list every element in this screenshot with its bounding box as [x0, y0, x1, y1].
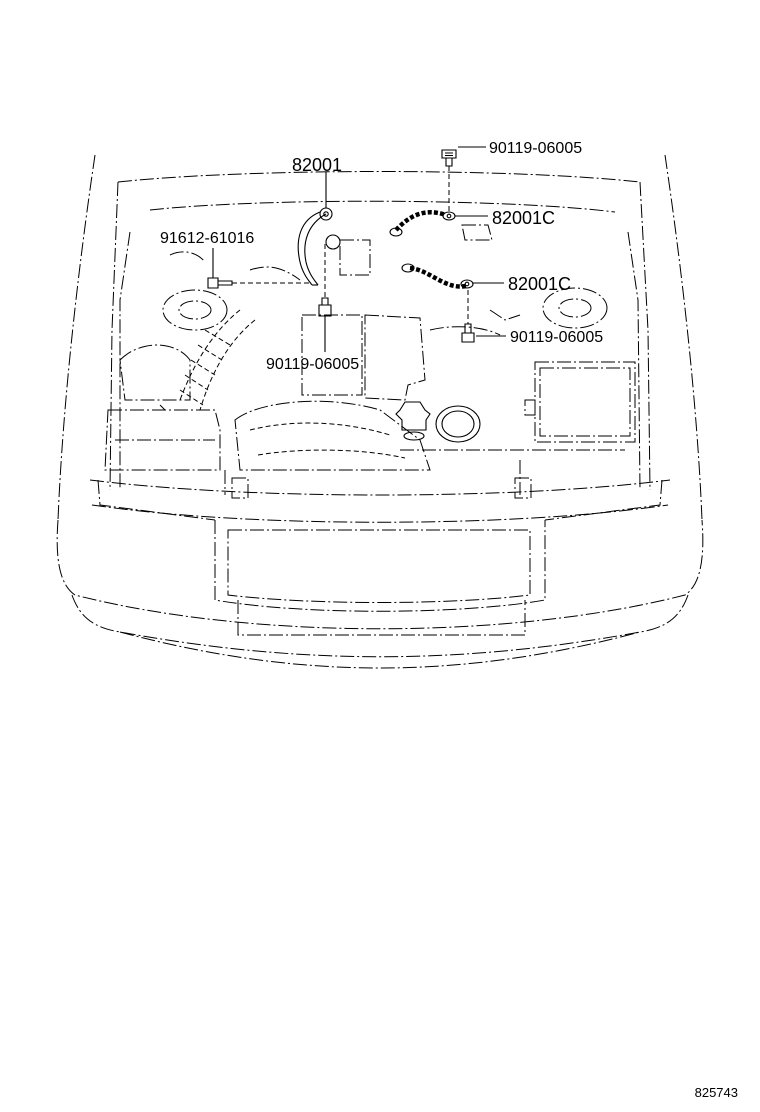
part-labels: 82001 90119-06005 82001C 91612-61016 820…	[160, 140, 603, 373]
part-label-91612: 91612-61016	[160, 230, 254, 247]
engine-components	[104, 224, 636, 499]
ground-strap-icon	[401, 263, 474, 289]
bolt-icon	[461, 323, 475, 343]
wire-harness-icon	[297, 207, 341, 286]
part-label-82001: 82001	[292, 155, 342, 175]
ground-strap-icon	[389, 210, 456, 237]
part-label-82001c-lower: 82001C	[508, 274, 571, 294]
bolt-icon	[207, 277, 233, 289]
bolt-icon	[318, 297, 332, 317]
bolt-icon	[441, 149, 457, 167]
part-label-82001c-upper: 82001C	[492, 208, 555, 228]
part-label-90119-top: 90119-06005	[489, 140, 582, 157]
vehicle-body-outline	[56, 154, 704, 669]
part-label-90119-right: 90119-06005	[510, 329, 603, 346]
part-label-90119-center: 90119-06005	[266, 356, 359, 373]
leader-lines	[212, 146, 506, 352]
diagram-reference-number: 825743	[694, 1085, 738, 1100]
